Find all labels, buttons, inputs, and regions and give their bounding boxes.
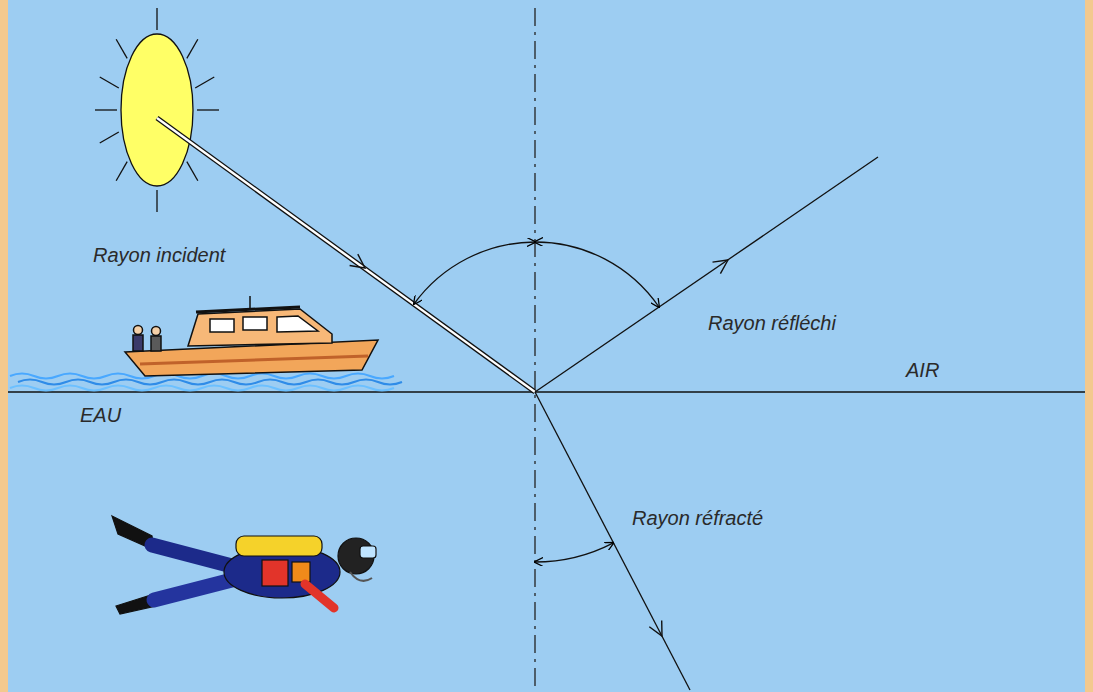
sun-ray <box>197 109 219 110</box>
angle-arc <box>535 543 613 562</box>
sun-ray <box>95 109 117 110</box>
vest <box>262 560 288 586</box>
angle-arc <box>414 242 535 304</box>
cabin <box>188 309 332 346</box>
ray-label: Rayon incident <box>93 243 225 267</box>
medium-label: EAU <box>80 403 121 427</box>
reflected-ray <box>535 157 878 392</box>
medium-label: AIR <box>906 358 939 382</box>
sun-ray <box>116 162 127 181</box>
sun-ray <box>187 162 198 181</box>
sun-rays <box>95 8 219 212</box>
wave <box>10 386 394 391</box>
sun-ray <box>187 39 198 58</box>
cabin-roof <box>196 307 300 312</box>
ray-label: Rayon réfléchi <box>708 311 836 335</box>
sun <box>121 34 193 186</box>
ray-arrow <box>350 254 365 268</box>
sun-ray <box>156 190 157 212</box>
boat <box>125 296 378 376</box>
arm <box>305 584 334 608</box>
sun-ray <box>100 77 119 88</box>
window <box>243 317 267 330</box>
ray-label: Rayon réfracté <box>632 506 763 530</box>
leg <box>154 580 232 600</box>
vest <box>292 562 310 582</box>
ray-arrow <box>649 620 662 636</box>
refracted-ray <box>535 392 690 690</box>
hull-stripe <box>140 356 368 364</box>
window <box>210 319 234 332</box>
sun-ray <box>195 77 214 88</box>
window <box>277 316 318 332</box>
person-body <box>133 335 143 351</box>
normal-line <box>534 8 535 692</box>
mast <box>249 296 251 309</box>
waves <box>10 374 402 391</box>
wave <box>18 380 402 385</box>
sun-ray <box>116 39 127 58</box>
person-head <box>134 326 143 335</box>
diver <box>112 516 376 614</box>
leg <box>152 545 232 566</box>
person-head <box>152 327 161 336</box>
sun-ray <box>100 132 119 143</box>
ray-arrow <box>713 260 729 274</box>
regulator-hose <box>350 572 372 581</box>
mask <box>360 546 376 558</box>
panel <box>8 0 1085 692</box>
sun-ray <box>156 8 157 30</box>
person-body <box>151 336 161 351</box>
surface-line <box>8 391 1085 392</box>
tank <box>236 536 322 556</box>
angle-arc <box>535 242 659 307</box>
